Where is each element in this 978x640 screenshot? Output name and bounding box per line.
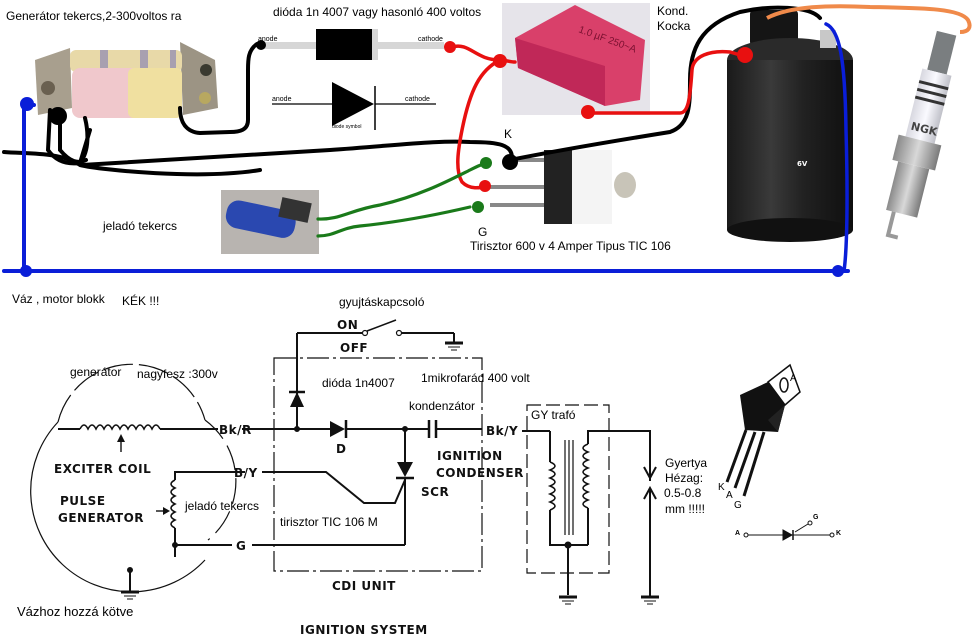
pinout-a-label: A <box>726 490 733 501</box>
symbol-k-label: K <box>836 530 842 537</box>
wire-green <box>316 162 488 238</box>
schematic-pulse-coil-label: jeladó tekercs <box>185 499 260 513</box>
thyristor-cathode-label: K <box>504 127 513 141</box>
thyristor-gate-label: G <box>478 225 488 239</box>
generator-label: generátor <box>70 365 122 379</box>
capacitor-terminal-dot <box>493 54 507 68</box>
diode-symbol-caption: diode symbol <box>332 124 362 130</box>
pinout-k-label: K <box>718 482 725 493</box>
spark-gap-line1: Gyertya <box>665 456 708 470</box>
pinout-tab-a-label: A <box>790 373 797 384</box>
diode-cathode-dot <box>444 41 456 53</box>
pulse-generator-line2: GENERATOR <box>58 511 145 525</box>
diode-symbol-anode-label: anode <box>272 96 292 103</box>
pulse-generator-line1: PULSE <box>60 494 106 508</box>
wire-g-label: G <box>236 539 247 553</box>
ignition-condenser-line1: IGNITION <box>437 449 503 463</box>
ignition-switch-label: gyujtáskapcsoló <box>339 295 425 309</box>
thyristor-pinout-drawing <box>725 363 801 497</box>
thyristor-photo <box>490 150 636 224</box>
switch-off-label: OFF <box>340 341 369 355</box>
diode-symbol-cathode-label: cathode <box>405 96 430 103</box>
wire-by-label: B/Y <box>234 466 258 480</box>
capacitor-label: kondenzátor <box>409 399 476 413</box>
spark-plug-brand: NGK <box>910 120 940 139</box>
ignition-system-title: IGNITION SYSTEM <box>300 623 428 637</box>
thyristor-type-label: Tirisztor 600 v 4 Amper Tipus TIC 106 <box>470 239 671 253</box>
cdi-unit-label: CDI UNIT <box>332 579 396 593</box>
wire-bkr-label: Bk/R <box>219 423 252 437</box>
pinout-g-label: G <box>734 500 742 511</box>
exciter-coil-label: EXCITER COIL <box>54 462 152 476</box>
ground-terminal-dot-gen <box>20 97 34 111</box>
schematic-diode-label: dióda 1n4007 <box>322 376 395 390</box>
diode-anode-dot <box>256 40 266 50</box>
ignition-condenser-line2: CONDENSER <box>436 466 524 480</box>
wire-black <box>2 5 822 177</box>
spark-plug-photo: NGK <box>885 30 957 240</box>
thyristor-gate-dot-1 <box>480 157 492 169</box>
spark-gap-line2: Hézag: <box>665 471 704 485</box>
ground-node-right <box>832 265 844 277</box>
diode-anode-label: anode <box>258 36 278 43</box>
capacitor-label-line1: Kond. <box>657 4 689 18</box>
thyristor-gate-dot-2 <box>472 201 484 213</box>
ignition-coil-photo: 6V <box>727 10 853 242</box>
scr-label: SCR <box>421 485 450 499</box>
schematic <box>30 319 659 605</box>
thyristor-cathode-dot <box>502 154 518 170</box>
ground-node-left <box>20 265 32 277</box>
capacitor-label-line2: Kocka <box>657 19 691 33</box>
diode-d-label: D <box>336 442 347 456</box>
wire-orange-hv <box>766 4 972 34</box>
switch-on-label: ON <box>337 318 359 332</box>
coil-primary-dot <box>737 47 753 63</box>
frame-ground-label: Vázhoz hozzá kötve <box>17 604 134 619</box>
generator-terminal-dot <box>49 107 67 125</box>
generator-coil-label: Generátor tekercs,2-300voltos ra <box>6 9 182 23</box>
spark-gap-line4: mm !!!!! <box>665 502 705 516</box>
ground-color-note: KÉK !!! <box>122 294 160 308</box>
high-voltage-label: nagyfesz :300v <box>137 367 218 381</box>
pulse-coil-label: jeladó tekercs <box>103 219 178 233</box>
thyristor-anode-dot <box>479 180 491 192</box>
transformer-label: GY trafó <box>531 408 576 422</box>
ground-frame-label: Váz , motor blokk <box>12 292 105 306</box>
coil-voltage-marking: 6V <box>797 160 808 168</box>
diode-cathode-label: cathode <box>418 36 443 43</box>
symbol-g-label: G <box>813 514 819 521</box>
diode-type-label: dióda 1n 4007 vagy hasonló 400 voltos <box>273 5 482 19</box>
capacitor-photo: 1.0 µF 250~A <box>502 3 650 115</box>
pulse-coil-photo <box>221 190 319 254</box>
symbol-a-label: A <box>735 530 741 537</box>
capacitor-value-label: 1mikrofarád 400 volt <box>421 371 530 385</box>
scr-symbol <box>743 520 835 541</box>
capacitor-terminal-dot-2 <box>581 105 595 119</box>
spark-gap-line3: 0.5-0.8 <box>664 486 702 500</box>
diode-component-picture <box>262 29 444 130</box>
wire-bky-label: Bk/Y <box>486 424 519 438</box>
schematic-thyristor-label: tirisztor TIC 106 M <box>280 515 378 529</box>
generator-coil-photo <box>35 42 218 118</box>
